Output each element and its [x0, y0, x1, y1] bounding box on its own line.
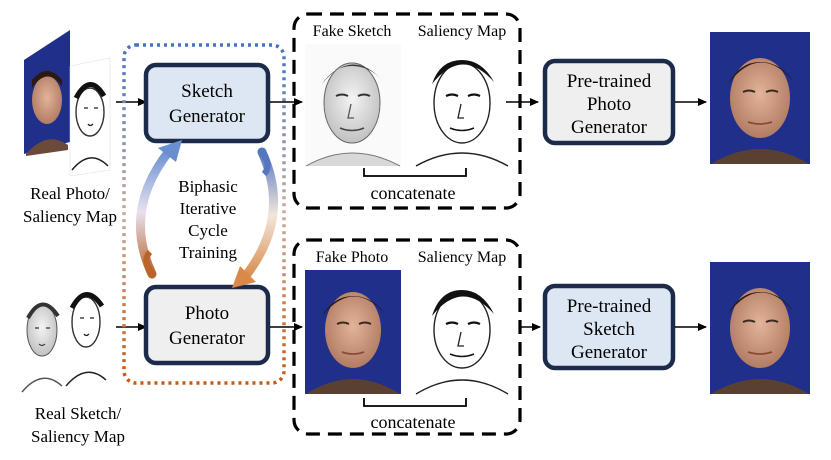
pretrained-sketch-label-1: Pre-trained — [567, 296, 652, 317]
pretrained-sketch-generator-box: Pre-trained Sketch Generator — [542, 283, 676, 371]
top-group-frame — [292, 12, 522, 210]
sketch-generator-label-2: Generator — [169, 106, 246, 127]
top-concatenate-label: concatenate — [371, 183, 456, 203]
top-saliency-image — [414, 44, 510, 167]
bottom-concatenate-label: concatenate — [371, 412, 456, 432]
real-sketch-label-2: Saliency Map — [31, 427, 125, 446]
fake-photo-image — [305, 270, 401, 394]
top-concat-bracket — [363, 168, 467, 177]
training-label-4: Training — [179, 243, 237, 262]
pretrained-photo-label-1: Pre-trained — [567, 71, 652, 92]
fake-sketch-label: Fake Sketch — [313, 23, 392, 40]
training-label-1: Biphasic — [178, 177, 238, 196]
output-photo-bottom — [710, 262, 810, 394]
pretrained-sketch-label-3: Generator — [571, 342, 648, 363]
training-label-2: Iterative — [180, 199, 237, 218]
fake-photo-label: Fake Photo — [316, 249, 388, 266]
real-photo-input — [24, 30, 70, 156]
real-sketch-label-1: Real Sketch/ — [35, 404, 122, 423]
sketch-generator-box: Sketch Generator — [143, 62, 271, 144]
photo-generator-box: Photo Generator — [143, 284, 271, 366]
saliency-map-input-top — [69, 57, 111, 177]
pretrained-sketch-label-2: Sketch — [583, 319, 635, 340]
training-label-3: Cycle — [188, 221, 228, 240]
bottom-saliency-image — [414, 270, 510, 395]
real-photo-label-2: Saliency Map — [23, 207, 117, 226]
fake-sketch-image — [305, 44, 401, 167]
real-sketch-input — [20, 272, 64, 394]
real-photo-label-1: Real Photo/ — [30, 184, 110, 203]
pretrained-photo-label-2: Photo — [587, 94, 631, 115]
photo-generator-label-2: Generator — [169, 328, 246, 349]
training-frame — [122, 43, 286, 385]
bottom-concat-bracket — [363, 398, 467, 407]
pretrained-photo-generator-box: Pre-trained Photo Generator — [542, 58, 676, 146]
top-saliency-label: Saliency Map — [418, 23, 506, 40]
bottom-saliency-label: Saliency Map — [418, 249, 506, 266]
saliency-map-input-bottom — [64, 262, 108, 388]
sketch-generator-label-1: Sketch — [181, 81, 233, 102]
cycle-arrows — [136, 140, 278, 288]
output-photo-top — [710, 32, 810, 164]
bottom-group-frame — [292, 238, 522, 436]
photo-generator-label-1: Photo — [185, 303, 229, 324]
pretrained-photo-label-3: Generator — [571, 117, 648, 138]
